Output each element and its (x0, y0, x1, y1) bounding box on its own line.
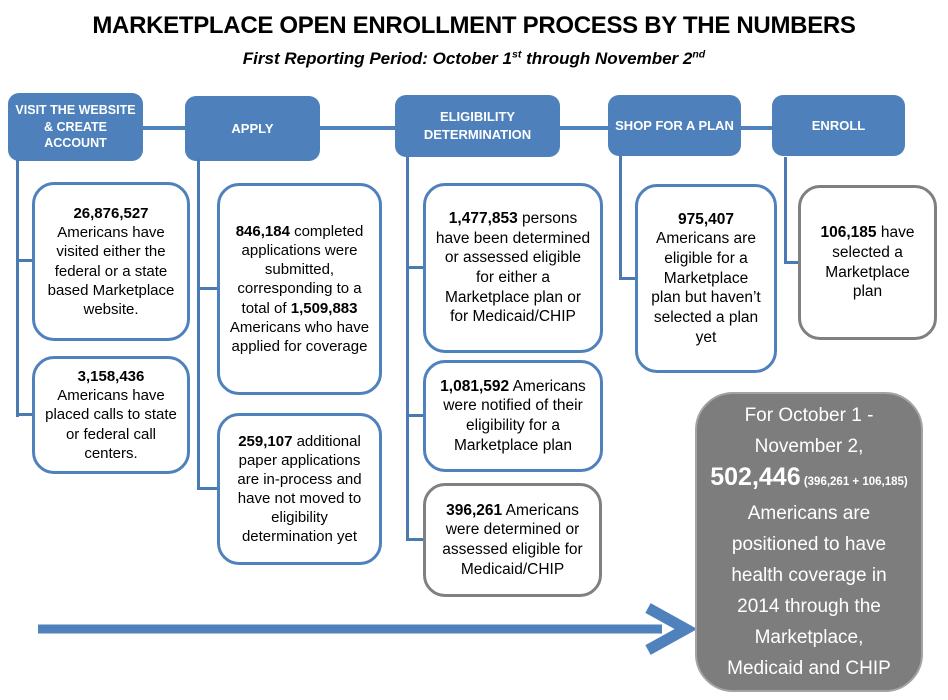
connector-tick (16, 413, 34, 416)
connector-vertical-col4 (619, 156, 622, 280)
stat-box-completed-applications: 846,184 completed applications were subm… (217, 183, 382, 395)
connector-vertical-col3 (406, 157, 409, 541)
connector-tick (16, 259, 34, 262)
connector-vertical-col1 (16, 160, 19, 417)
stage-header-enroll: ENROLL (772, 95, 905, 156)
connector-tick (197, 287, 219, 290)
stage-header-eligibility-determination: ELIGIBILITY DETERMINATION (395, 95, 560, 157)
page-title: MARKETPLACE OPEN ENROLLMENT PROCESS BY T… (92, 12, 856, 39)
stage-header-apply: APPLY (185, 96, 320, 161)
connector-tick (406, 538, 425, 541)
summary-box: For October 1 -November 2,502,446 (396,2… (695, 392, 923, 692)
stat-box-medicaid-chip-eligible: 396,261 Americans were determined or ass… (423, 483, 602, 597)
process-arrow-icon (38, 603, 695, 655)
connector-tick (406, 414, 425, 417)
stage-connector-line (741, 126, 772, 130)
connector-vertical-col5 (784, 157, 787, 264)
connector-vertical-col2 (197, 159, 200, 490)
stage-header-shop-for-a-plan: SHOP FOR A PLAN (608, 95, 741, 156)
stat-box-eligible-not-selected: 975,407 Americans are eligible for a Mar… (635, 184, 777, 373)
stage-connector-line (320, 126, 395, 130)
stat-box-paper-applications: 259,107 additional paper applications ar… (217, 413, 382, 565)
connector-tick (784, 261, 800, 264)
connector-tick (197, 487, 219, 490)
connector-tick (406, 266, 425, 269)
stat-box-notified-eligibility: 1,081,592 Americans were notified of the… (423, 360, 603, 472)
stat-box-website-visits: 26,876,527 Americans have visited either… (32, 182, 190, 341)
stage-connector-line (560, 126, 608, 130)
stage-connector-line (143, 126, 185, 130)
stat-box-call-centers: 3,158,436 Americans have placed calls to… (32, 356, 190, 474)
stat-box-eligible-determined: 1,477,853 persons have been determined o… (423, 183, 603, 353)
stage-header-visit-website: VISIT THE WEBSITE & CREATE ACCOUNT (8, 93, 143, 161)
stat-box-selected-plan: 106,185 have selected a Marketplace plan (798, 185, 937, 340)
connector-tick (619, 277, 637, 280)
page-subtitle: First Reporting Period: October 1st thro… (242, 48, 706, 68)
